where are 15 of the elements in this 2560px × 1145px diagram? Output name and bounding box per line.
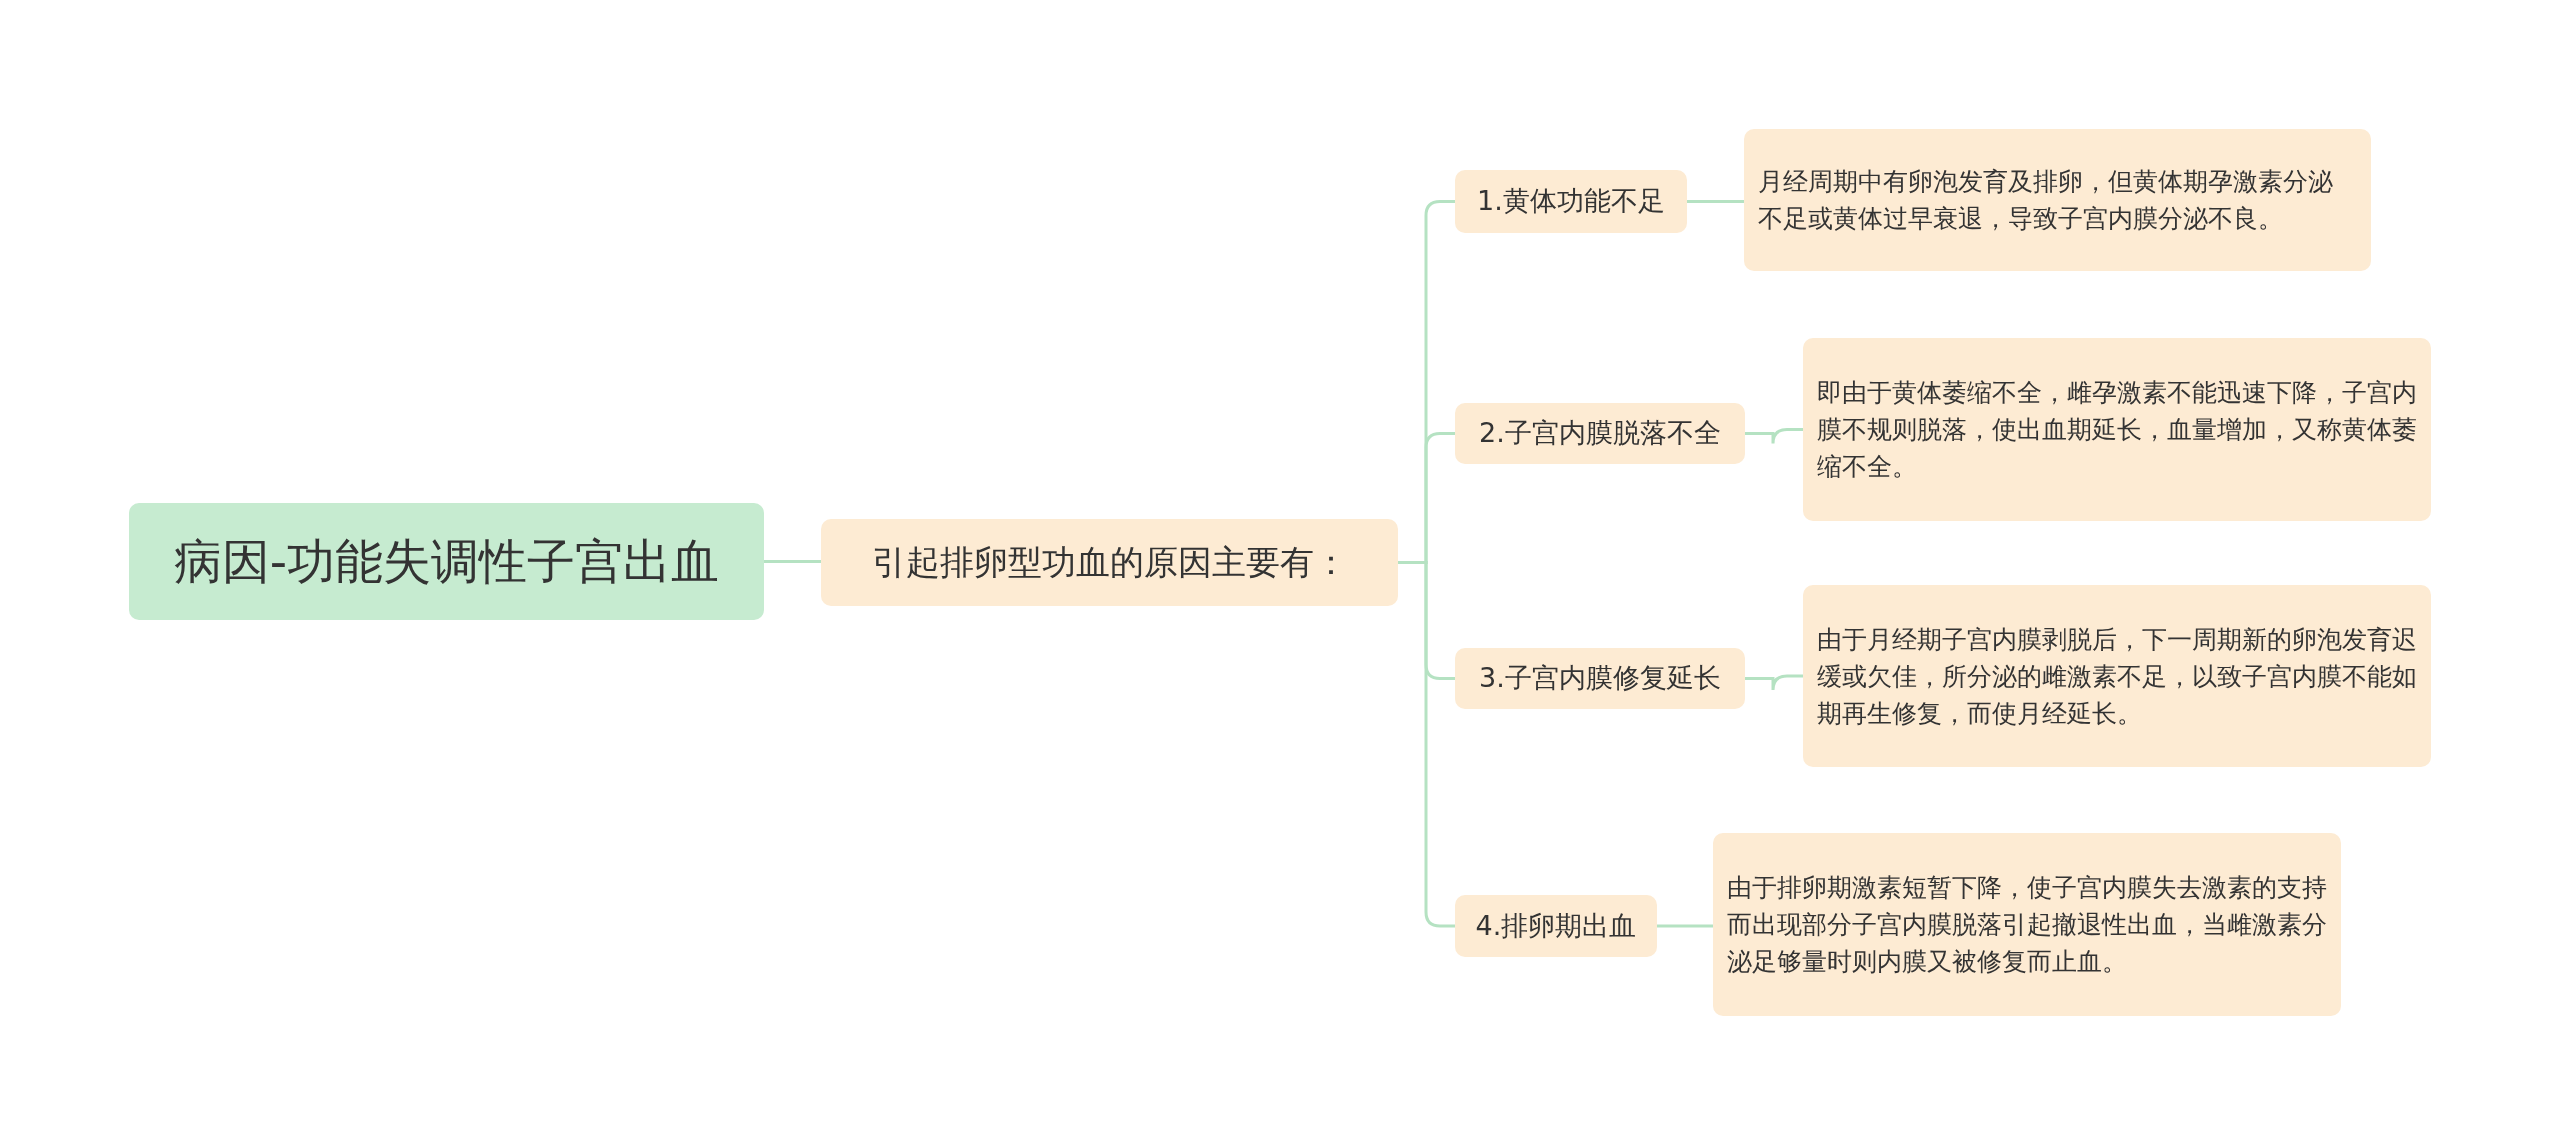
connector-line <box>1745 428 1803 445</box>
note-box: 由于月经期子宫内膜剥脱后，下一周期新的卵泡发育迟缓或欠佳，所分泌的雌激素不足，以致子宫内膜不能如期再生修复，而使月经延长。 <box>1803 585 2431 767</box>
topic-box: 4.排卵期出血 <box>1455 895 1657 957</box>
topic-box: 1.黄体功能不足 <box>1455 170 1687 233</box>
root-box: 病因-功能失调性子宫出血 <box>129 503 764 620</box>
note-box: 月经周期中有卵泡发育及排卵，但黄体期孕激素分泌不足或黄体过早衰退，导致子宫内膜分泌不良。 <box>1744 129 2371 271</box>
connector-line <box>1745 674 1803 692</box>
note-box: 由于排卵期激素短暂下降，使子宫内膜失去激素的支持而出现部分子宫内膜脱落引起撤退性出血，当雌激素分泌足够量时则内膜又被修复而止血。 <box>1713 833 2341 1016</box>
topic-box: 引起排卵型功血的原因主要有： <box>821 519 1398 606</box>
connector-line <box>764 560 821 563</box>
topic-box: 2.子宫内膜脱落不全 <box>1455 403 1745 464</box>
connector-line <box>1687 200 1744 203</box>
note-box: 即由于黄体萎缩不全，雌孕激素不能迅速下降，子宫内膜不规则脱落，使出血期延长，血量增加，又称黄体萎缩不全。 <box>1803 338 2431 521</box>
topic-box: 3.子宫内膜修复延长 <box>1455 648 1745 709</box>
connector-line <box>1657 924 1713 928</box>
